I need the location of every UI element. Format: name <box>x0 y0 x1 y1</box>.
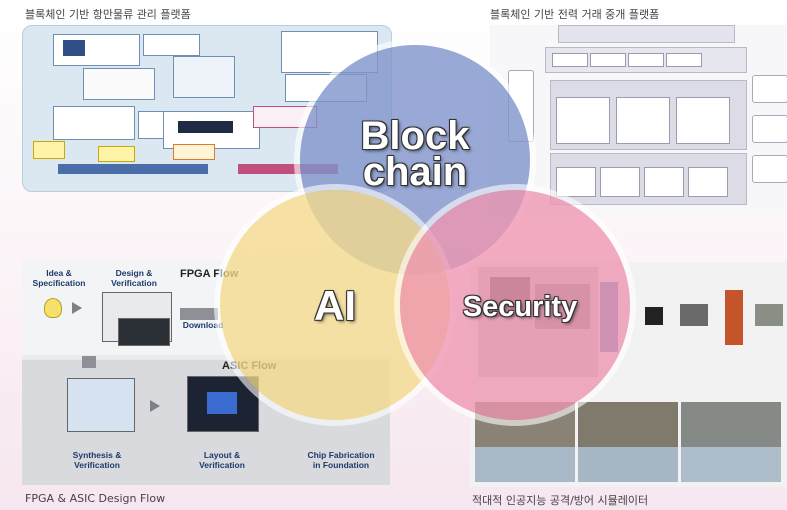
caption-port-logistics: 블록체인 기반 항만물류 관리 플랫폼 <box>25 8 191 21</box>
flow-chip-fabrication: Chip Fabrication in Foundation <box>307 450 375 470</box>
caption-power-trading: 블록체인 기반 전력 거래 중개 플랫폼 <box>490 8 660 21</box>
flow-synthesis: Synthesis & Verification <box>72 450 122 470</box>
flow-layout: Layout & Verification <box>199 450 245 470</box>
venn-circle-security <box>400 190 630 420</box>
flow-download: Download <box>182 320 224 330</box>
venn-label-blockchain: Block chain <box>360 114 470 194</box>
power-trading-platform-diagram <box>490 25 787 215</box>
flow-idea-spec: Idea & Specification <box>32 268 86 288</box>
flow-design-verification: Design & Verification <box>111 268 157 288</box>
venn-label-security: Security <box>462 291 578 323</box>
caption-fpga-asic: FPGA & ASIC Design Flow <box>25 492 166 505</box>
lightbulb-icon <box>44 298 62 318</box>
venn-label-ai: AI <box>314 282 356 329</box>
caption-adversarial-ai: 적대적 인공지능 공격/방어 시뮬레이터 <box>472 494 649 507</box>
